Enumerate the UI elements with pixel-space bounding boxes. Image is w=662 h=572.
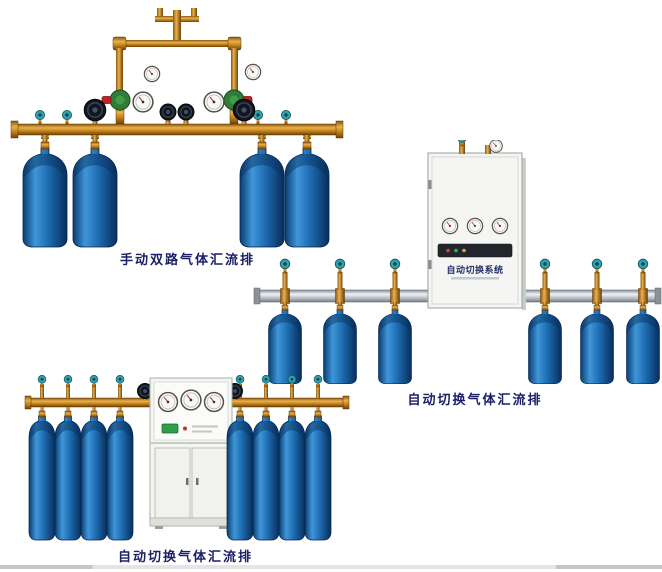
hinge [428, 180, 432, 189]
cylinder-valve-knob [389, 258, 401, 274]
valve-handwheels [136, 382, 244, 400]
gas-cylinder [278, 410, 306, 541]
status-light [462, 248, 466, 253]
pressure-gauge [489, 140, 503, 153]
control-cabinet: 自动切换系统 [427, 140, 526, 310]
gas-cylinder [22, 141, 68, 248]
auto-switch-manifold-wall-illustration: 自动切换系统 [253, 140, 662, 385]
pressure-gauge [203, 91, 225, 113]
cylinder-valve-knob [334, 258, 346, 274]
valve-handwheel [83, 98, 107, 122]
pressure-gauge [157, 391, 179, 413]
gas-cylinder [626, 304, 660, 385]
page-bottom-divider [0, 565, 662, 569]
gas-cylinder [72, 141, 118, 248]
indicator-panel [161, 423, 218, 434]
gas-cylinder [106, 410, 134, 541]
status-light [446, 248, 450, 253]
door-handle [186, 478, 189, 485]
cylinder-valve-knob [63, 374, 73, 388]
cylinder-valve-knob [287, 374, 297, 388]
status-light [454, 248, 458, 253]
valve-handwheels [83, 98, 256, 124]
manual-dual-manifold-illustration [10, 8, 344, 248]
door-handle [196, 478, 199, 485]
product-caption: 自动切换气体汇流排 [407, 393, 543, 408]
gas-cylinder [304, 410, 332, 541]
hinge [428, 260, 432, 269]
cylinder-valve-knob [261, 374, 271, 388]
gas-cylinder [80, 410, 108, 541]
pressure-gauge [180, 389, 202, 411]
pressure-regulator [101, 89, 131, 125]
cylinder-valve-knob [37, 374, 47, 388]
gas-cylinder [28, 410, 56, 541]
pressure-gauge [491, 217, 509, 235]
manifold-top-piping [112, 8, 242, 92]
pressure-gauge [244, 63, 262, 81]
pressure-gauge [466, 217, 484, 235]
product-caption: 自动切换气体汇流排 [117, 550, 253, 565]
product-caption: 手动双路气体汇流排 [119, 253, 255, 268]
cylinder-valve-knob [279, 258, 291, 274]
pressure-gauge [441, 217, 459, 235]
cylinder-valve-knob [280, 109, 292, 125]
cylinder-valve-knob [61, 109, 73, 125]
cylinder-valve-knob [539, 258, 551, 274]
valve-handwheel [177, 103, 195, 121]
pressure-gauge [132, 91, 154, 113]
gas-cylinder [252, 410, 280, 541]
cabinet-label: 自动切换系统 [446, 264, 503, 276]
indicator-panel [437, 243, 513, 258]
status-light [183, 426, 187, 431]
control-cabinet [149, 377, 233, 529]
gas-cylinder [580, 304, 614, 385]
gas-cylinder [378, 304, 412, 385]
valve-handwheel [232, 98, 256, 122]
gas-cylinder [54, 410, 82, 541]
gas-cylinder [528, 304, 562, 385]
cylinder-valve-knob [89, 374, 99, 388]
cylinder-valve-knob [591, 258, 603, 274]
manifold-header-pipe [10, 120, 344, 139]
cylinder-valve-knob [34, 109, 46, 125]
cylinder-valve-knob [115, 374, 125, 388]
gas-cylinder [226, 410, 254, 541]
cylinder-valve-knob [637, 258, 649, 274]
valve-handwheel [159, 103, 177, 121]
cabinet-door [154, 447, 191, 519]
cylinder-valve-knob [313, 374, 323, 388]
pressure-gauge [203, 391, 225, 413]
pressure-gauge [143, 65, 161, 83]
auto-switch-manifold-floor-illustration [24, 374, 350, 541]
